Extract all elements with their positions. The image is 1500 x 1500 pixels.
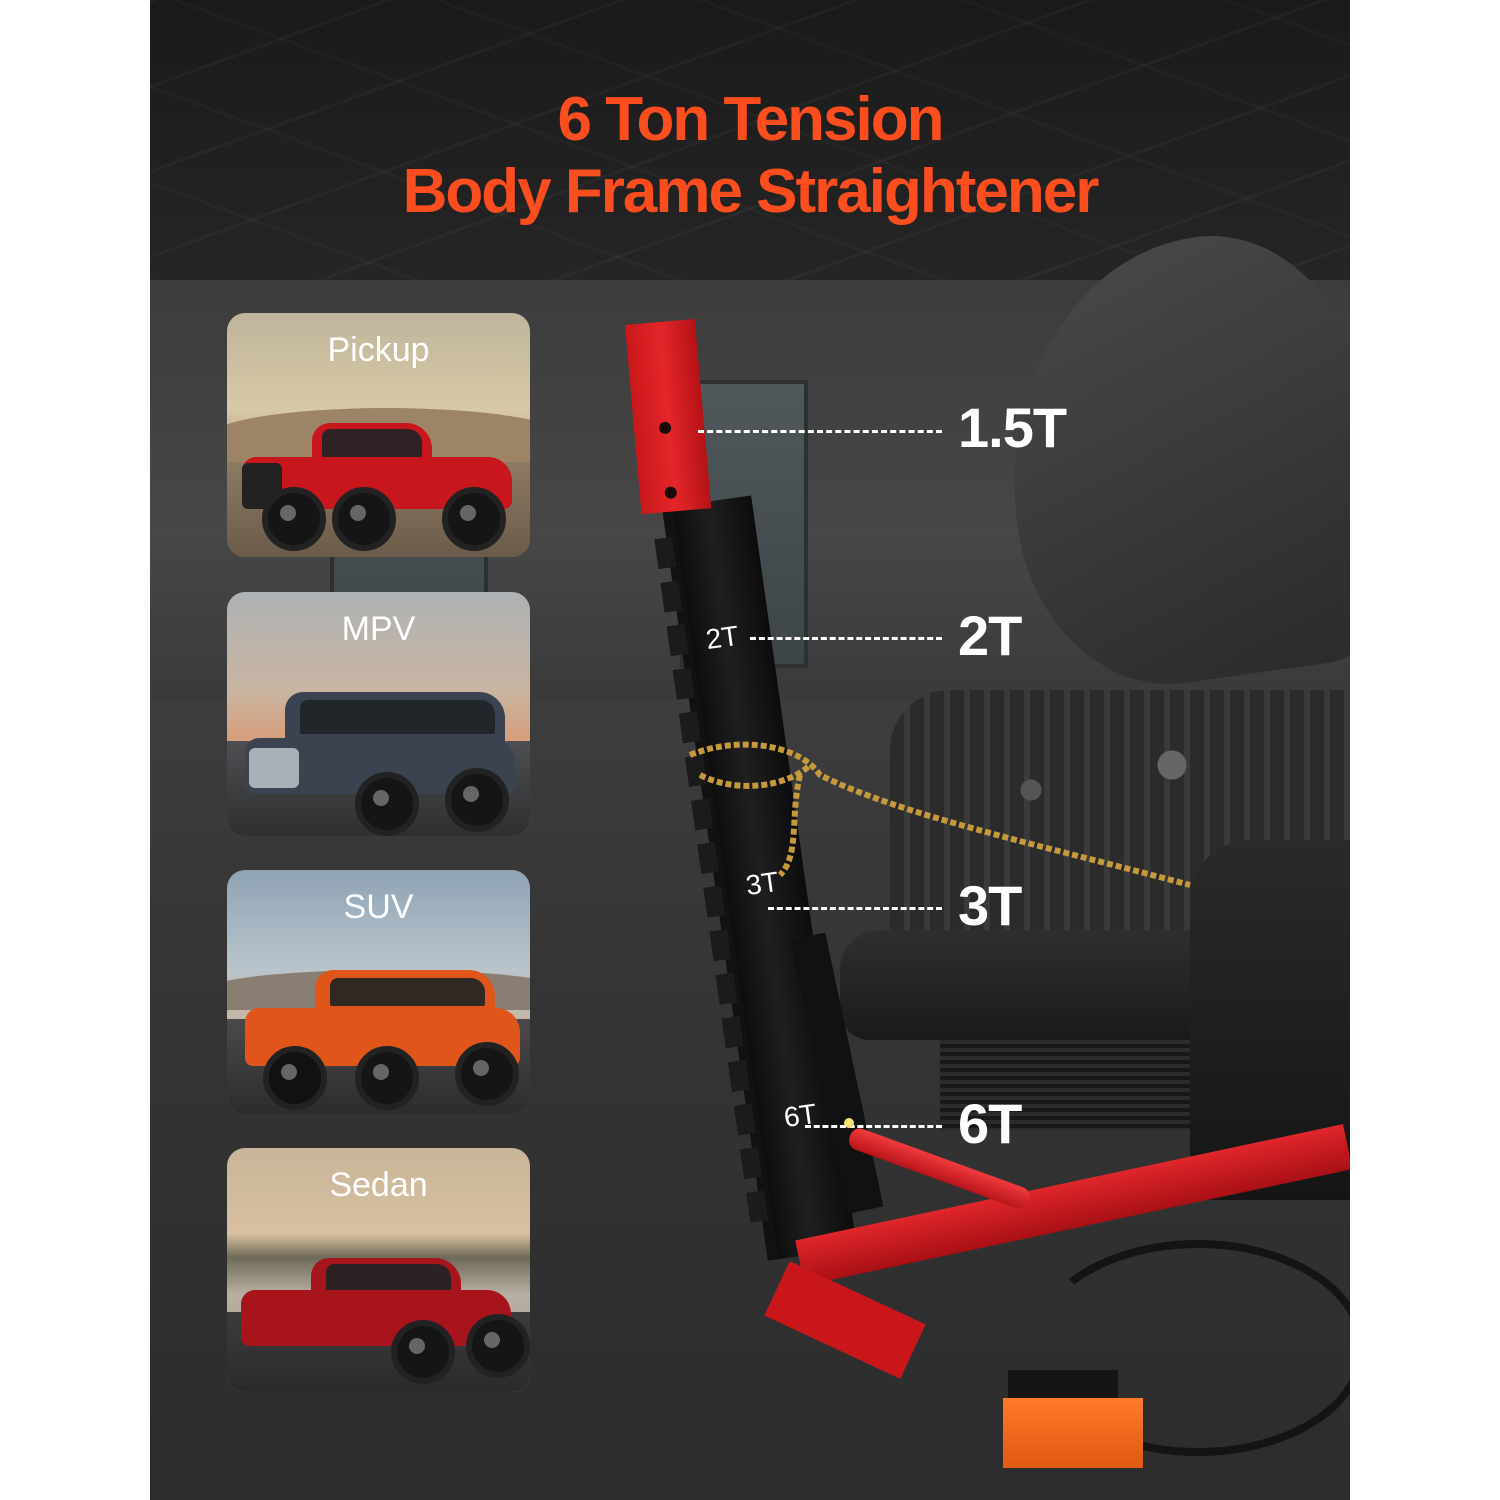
headline-line-2: Body Frame Straightener <box>402 157 1100 226</box>
dashed-leader-line <box>750 637 942 640</box>
mpv-image <box>245 692 515 836</box>
tension-value: 6T <box>958 1092 1022 1155</box>
garage-ceiling <box>150 0 1350 280</box>
attachment-point-dot <box>844 1118 854 1128</box>
product-infographic: 6 Ton Tension Body Frame Straightener Pi… <box>150 0 1350 1500</box>
foot-pedal <box>1008 1370 1118 1400</box>
headline-line-1: 6 Ton Tension <box>557 85 944 154</box>
pulling-chain <box>688 741 1191 888</box>
dashed-leader-line <box>698 430 942 433</box>
tension-value: 2T <box>958 604 1022 667</box>
dashed-leader-line <box>768 907 942 910</box>
vehicle-label: SUV <box>343 888 414 926</box>
vehicle-label: MPV <box>341 610 416 648</box>
pin-hole <box>664 486 678 500</box>
sedan-image <box>241 1258 530 1384</box>
vehicle-card-pickup: Pickup <box>227 313 530 557</box>
pin-hole <box>658 421 672 435</box>
vehicle-card-sedan: Sedan <box>227 1148 530 1392</box>
hydraulic-hose <box>1030 1240 1350 1456</box>
post-marking: 6T <box>781 1097 819 1134</box>
vehicle-label: Sedan <box>329 1166 428 1204</box>
suv-image <box>245 970 520 1110</box>
vehicle-card-suv: SUV <box>227 870 530 1114</box>
pickup-truck-image <box>242 423 512 551</box>
vehicle-card-mpv: MPV <box>227 592 530 836</box>
dashed-leader-line <box>805 1125 942 1128</box>
post-marking: 2T <box>703 619 741 656</box>
tension-value: 1.5T <box>958 396 1067 459</box>
air-hydraulic-pump <box>1003 1398 1143 1468</box>
tension-value: 3T <box>958 874 1022 937</box>
post-marking: 3T <box>743 865 781 902</box>
vehicle-label: Pickup <box>327 331 430 369</box>
